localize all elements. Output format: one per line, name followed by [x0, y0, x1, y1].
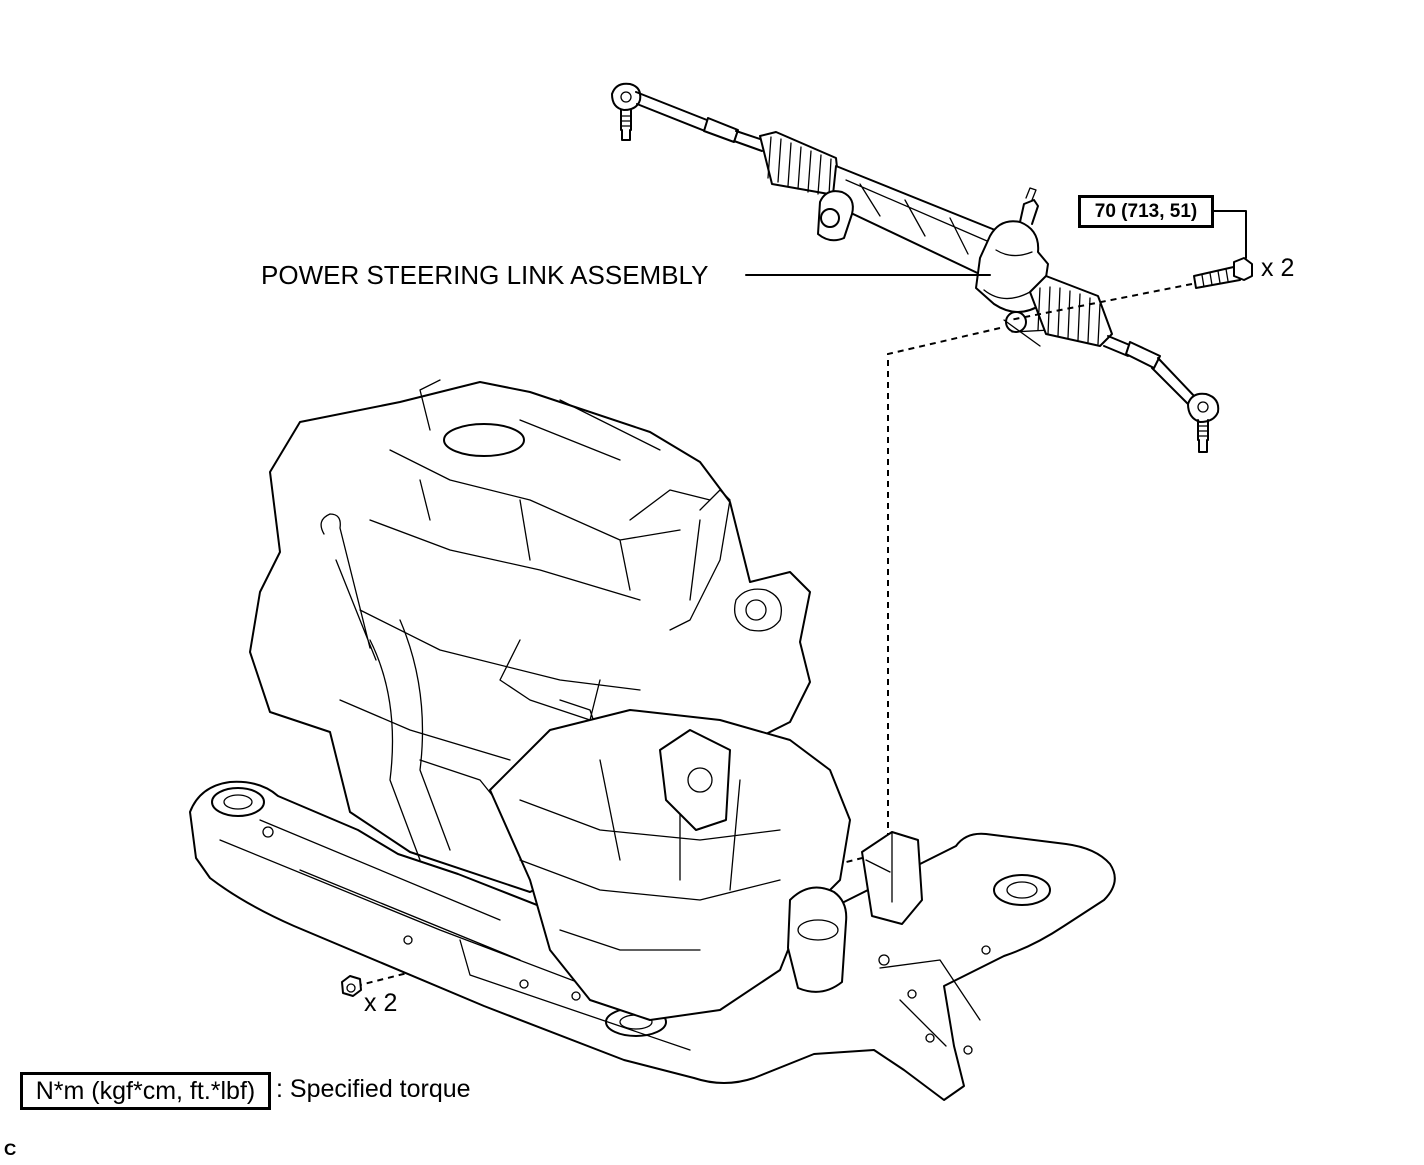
transmission	[489, 709, 851, 1021]
rack-mount-bracket	[861, 831, 923, 925]
torque-leader-line	[1213, 210, 1247, 259]
nut-quantity-label: x 2	[364, 989, 398, 1017]
right-tie-rod-end	[1103, 335, 1220, 453]
left-bellows-boot	[759, 131, 841, 197]
legend-description: : Specified torque	[276, 1075, 471, 1103]
legend-torque-units-box: N*m (kgf*cm, ft.*lbf)	[20, 1072, 271, 1110]
bolt-path-line	[1009, 283, 1193, 321]
bolt-assembly-line	[887, 327, 1001, 840]
torque-spec-box: 70 (713, 51)	[1078, 195, 1214, 228]
illustration-code: C	[4, 1140, 17, 1159]
power-steering-link-assembly-label: POWER STEERING LINK ASSEMBLY	[261, 260, 709, 290]
left-tie-rod-end	[611, 82, 767, 152]
engine-and-subframe-illustration	[189, 379, 1116, 1101]
pinion-housing	[975, 187, 1051, 347]
rack-housing	[817, 165, 1001, 279]
bolt-quantity-label: x 2	[1261, 254, 1295, 282]
mounting-bolt	[1193, 257, 1253, 289]
steering-rack-illustration	[611, 82, 1253, 453]
right-bellows-boot	[1029, 275, 1113, 347]
nut-illustration	[341, 975, 362, 997]
